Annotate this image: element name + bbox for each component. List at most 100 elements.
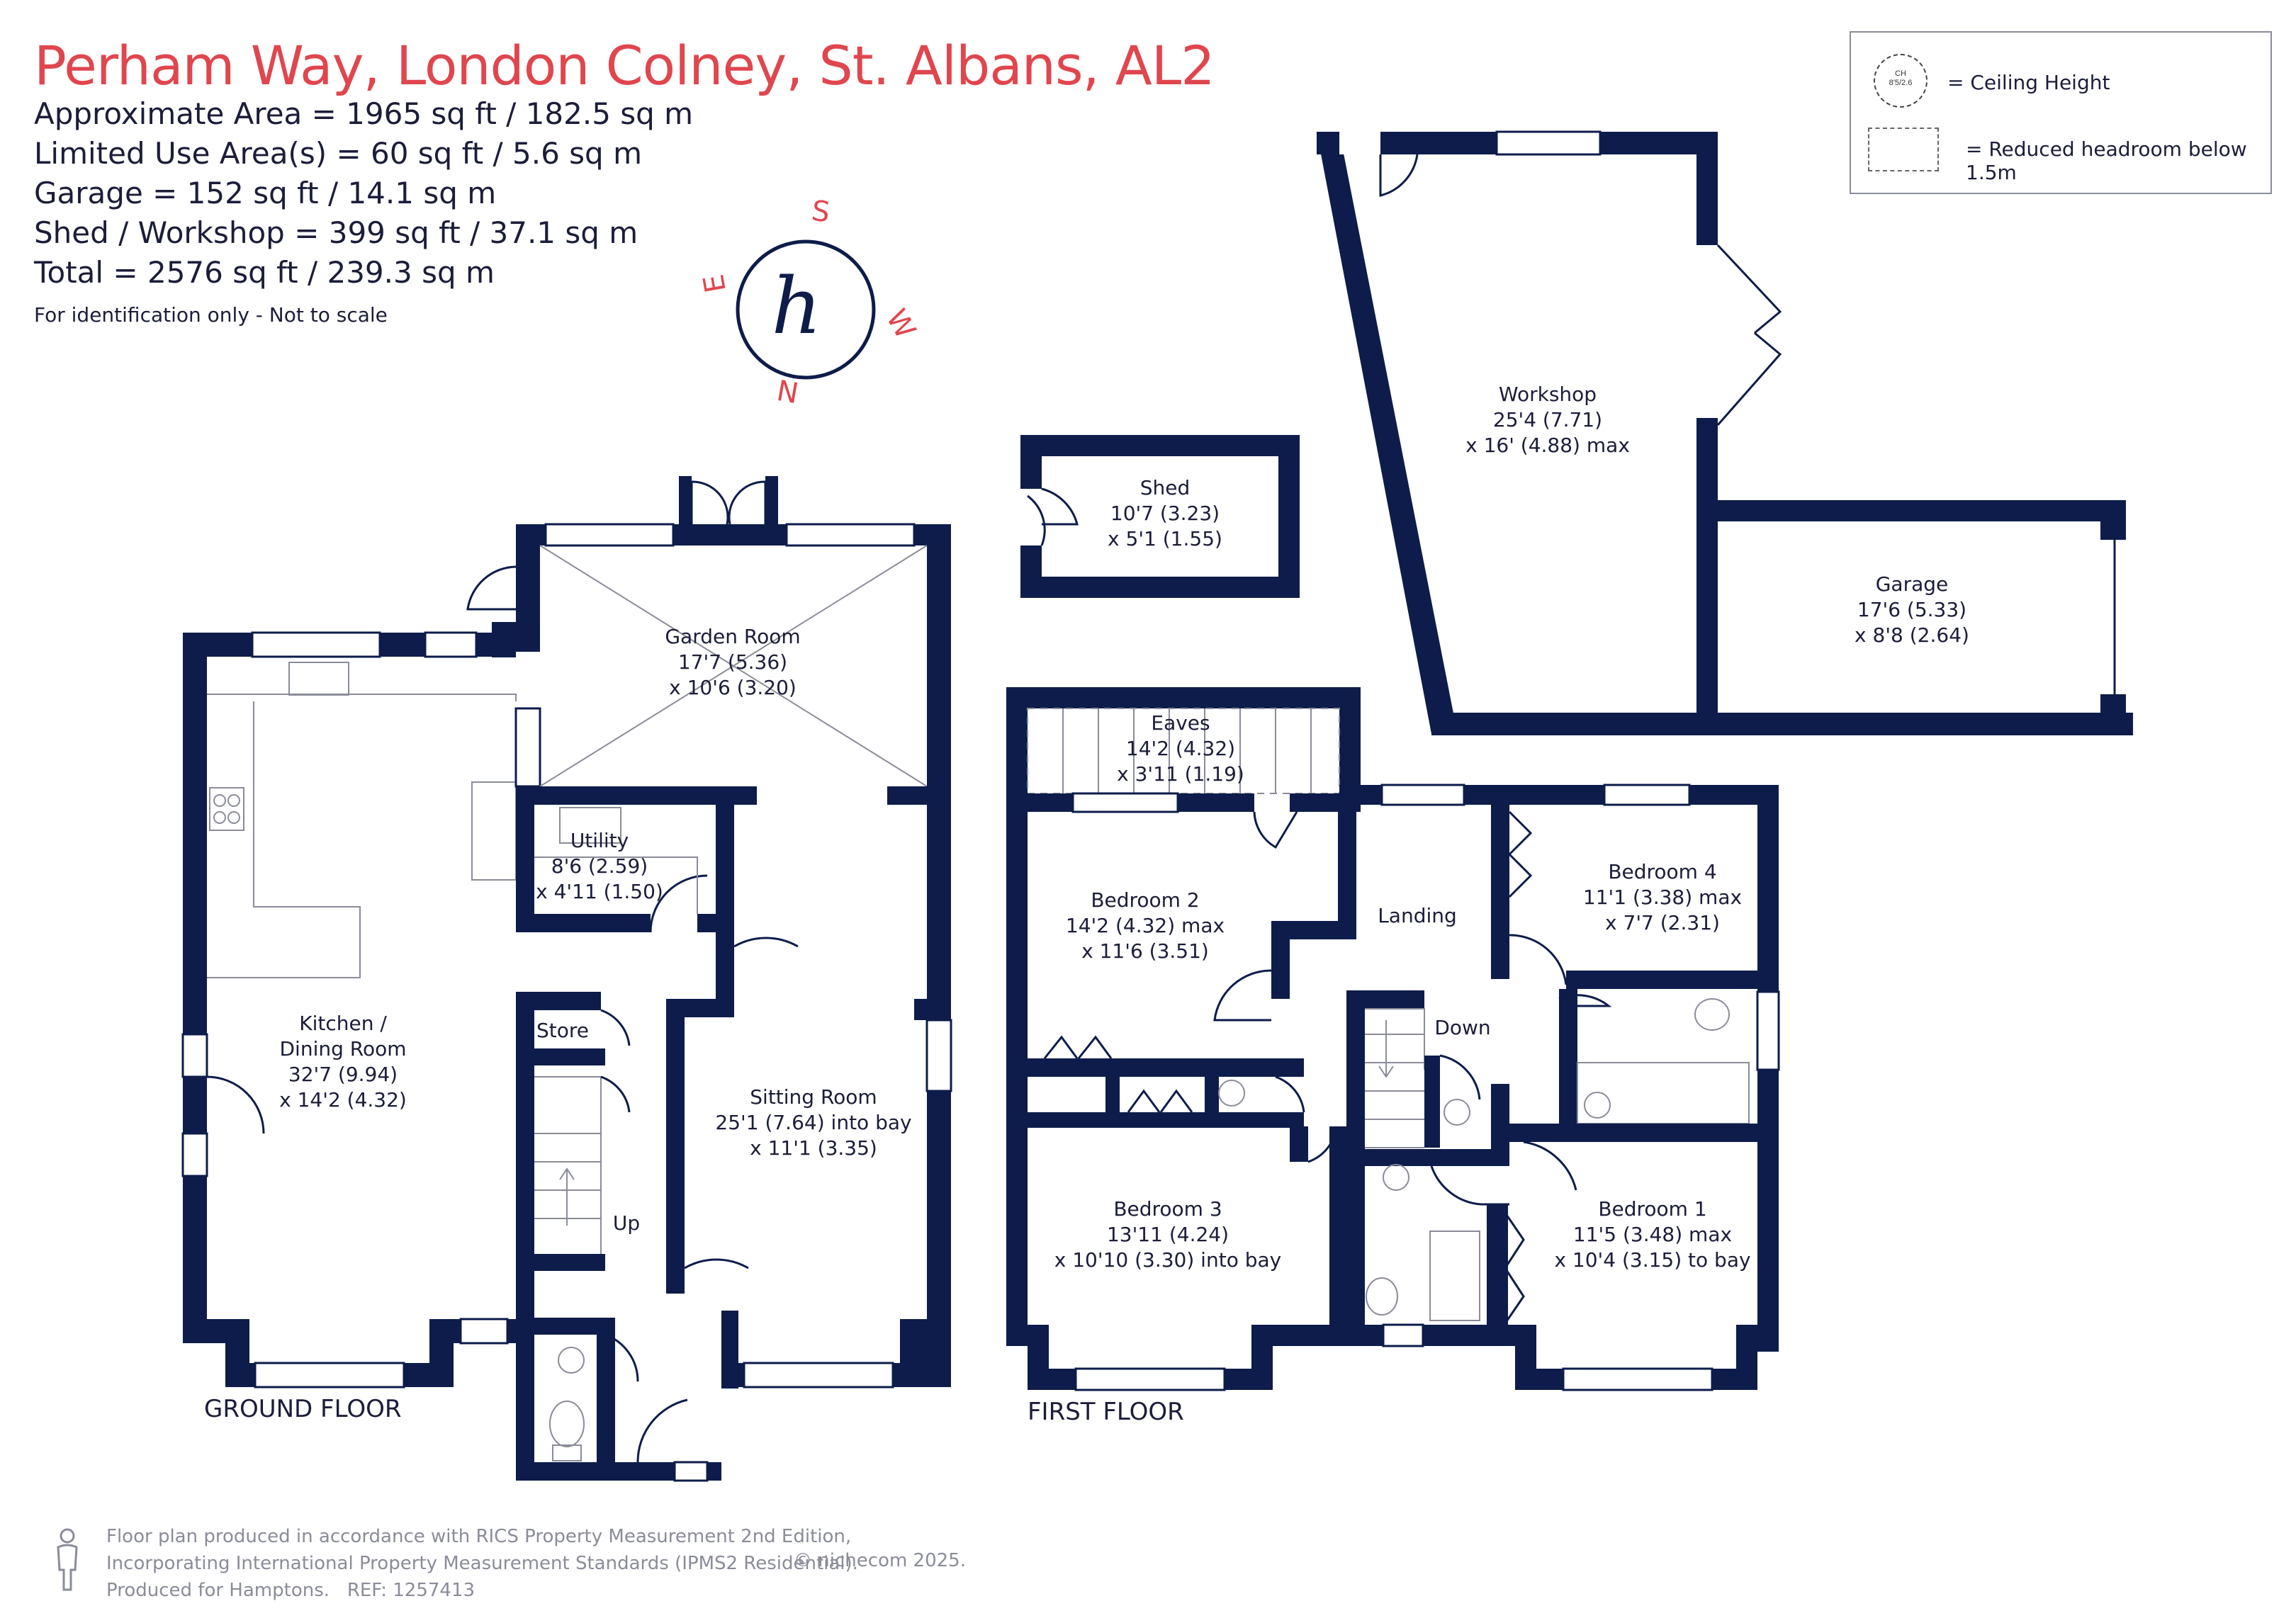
shed-door (1027, 487, 1079, 546)
bedroom1-south-b (1736, 1325, 1779, 1346)
workshop-door (1379, 154, 1419, 197)
garage-area: Garage = 152 sq ft / 14.1 sq m (34, 176, 497, 210)
property-title: Perham Way, London Colney, St. Albans, A… (34, 34, 1215, 97)
bedroom3-window (1074, 1367, 1226, 1391)
eaves-hatching (1062, 708, 1312, 793)
shed-south-wall (1020, 577, 1300, 598)
garden-room-roof-lines (539, 545, 928, 787)
garden-room-window-n2 (785, 523, 916, 547)
ceiling-height-label: = Ceiling Height (1947, 71, 2110, 94)
east-wall-nib (914, 999, 927, 1020)
store-door (600, 1009, 631, 1046)
kitchen-window-south (254, 1362, 405, 1389)
french-door-post-left (679, 476, 692, 545)
limited-use-area: Limited Use Area(s) = 60 sq ft / 5.6 sq … (34, 136, 642, 171)
sitting-room-west-wall (666, 1017, 685, 1294)
person-scale-icon (57, 1528, 78, 1591)
bedroom4-door (1509, 934, 1568, 985)
airing-cupboard-tank (1444, 1099, 1470, 1126)
sitting-room-door-lower (684, 1258, 749, 1269)
bathroom-window-south (1382, 1323, 1424, 1347)
hall-wall-b (666, 999, 734, 1017)
utility-sink-icon (559, 807, 621, 844)
bedroom4-south-wall (1566, 971, 1757, 989)
utility-south-wall (516, 914, 651, 932)
garage-door-post-bottom (2100, 694, 2126, 735)
landing-window (1380, 784, 1465, 806)
bathroom-west-wall (1346, 1166, 1365, 1346)
ceiling-symbol-bottom: 8'5/2.6 (1889, 79, 1913, 87)
garden-room-link-wall (492, 622, 516, 657)
family-bath-basin (1584, 1092, 1611, 1119)
sitting-room-east-wall (927, 524, 951, 1387)
front-door-window (673, 1461, 709, 1482)
bedroom4-window (1603, 784, 1691, 806)
workshop-west-wall (1317, 132, 1454, 734)
bathroom-basin (1383, 1164, 1409, 1191)
workshop-east-wall-b (1696, 418, 1718, 734)
copyright: © nichecom 2025. (794, 1550, 966, 1571)
bathroom-window (1756, 990, 1780, 1071)
kitchen-south-wall-a (183, 1319, 232, 1343)
reduced-headroom-icon (1868, 128, 1939, 171)
bedroom2-east-wall-a (1338, 805, 1356, 939)
bathroom-toilet (1366, 1277, 1398, 1316)
bedroom1-wardrobe (1504, 1212, 1525, 1324)
bedroom3-east-stub (1290, 1126, 1308, 1162)
cylinder-cupboard (1218, 1080, 1245, 1107)
garden-french-doors (690, 480, 767, 545)
stair-south-wall (534, 1254, 605, 1271)
kitchen-west-wall (183, 633, 207, 1343)
stair-inner-wall (1424, 1056, 1440, 1148)
not-to-scale-note: For identification only - Not to scale (34, 303, 388, 327)
first-floor-west-wall (1006, 687, 1028, 1346)
front-door (636, 1398, 688, 1463)
bedroom3-south-b (1251, 1325, 1329, 1346)
wc-north-wall (534, 1318, 605, 1335)
footer-line-3: Produced for Hamptons. REF: 1257413 (106, 1577, 858, 1604)
reference-number: REF: 1257413 (347, 1580, 475, 1601)
shed-east-wall (1278, 435, 1300, 598)
ceiling-height-icon: CH 8'5/2.6 (1874, 54, 1928, 108)
understairs-door (600, 1075, 631, 1113)
first-floor-label: FIRST FLOOR (1028, 1398, 1184, 1426)
wc-basin (558, 1347, 585, 1374)
kitchen-window-west (181, 1033, 208, 1078)
wc-east-wall (597, 1318, 615, 1481)
first-floor-stairs (1365, 1008, 1425, 1148)
store-south-wall (534, 1048, 605, 1065)
shed-door-gap (1020, 489, 1042, 545)
bedroom3-wardrobe-doors (1127, 1089, 1193, 1113)
family-bath-door (1558, 994, 1612, 1007)
cupboard-door (1275, 1075, 1305, 1113)
hall-wall-a (716, 921, 734, 999)
compass-n: N (775, 373, 801, 408)
wc-toilet (549, 1401, 585, 1447)
kitchen-side-door (206, 1075, 265, 1134)
workshop-double-doors (1716, 244, 1782, 426)
kitchen-window-north (251, 631, 381, 658)
kitchen-fridge (471, 781, 517, 881)
compass-ring (736, 239, 876, 380)
compass-logo: h (772, 261, 822, 351)
bedroom4-west-wall (1491, 805, 1509, 979)
legend-box: CH 8'5/2.6 = Ceiling Height = Reduced he… (1850, 31, 2272, 194)
family-bath-toilet (1694, 998, 1730, 1031)
french-door-post-right (765, 476, 778, 545)
kitchen-window-south-2 (459, 1318, 509, 1345)
bedroom1-window (1562, 1367, 1713, 1391)
family-bath-south-wall (1509, 1124, 1779, 1142)
store-north-wall (516, 992, 601, 1010)
eaves-hatch-door (1253, 811, 1298, 849)
garden-room-window-west (514, 707, 541, 788)
kitchen-counter (207, 694, 517, 978)
utility-north-wall (516, 786, 757, 805)
